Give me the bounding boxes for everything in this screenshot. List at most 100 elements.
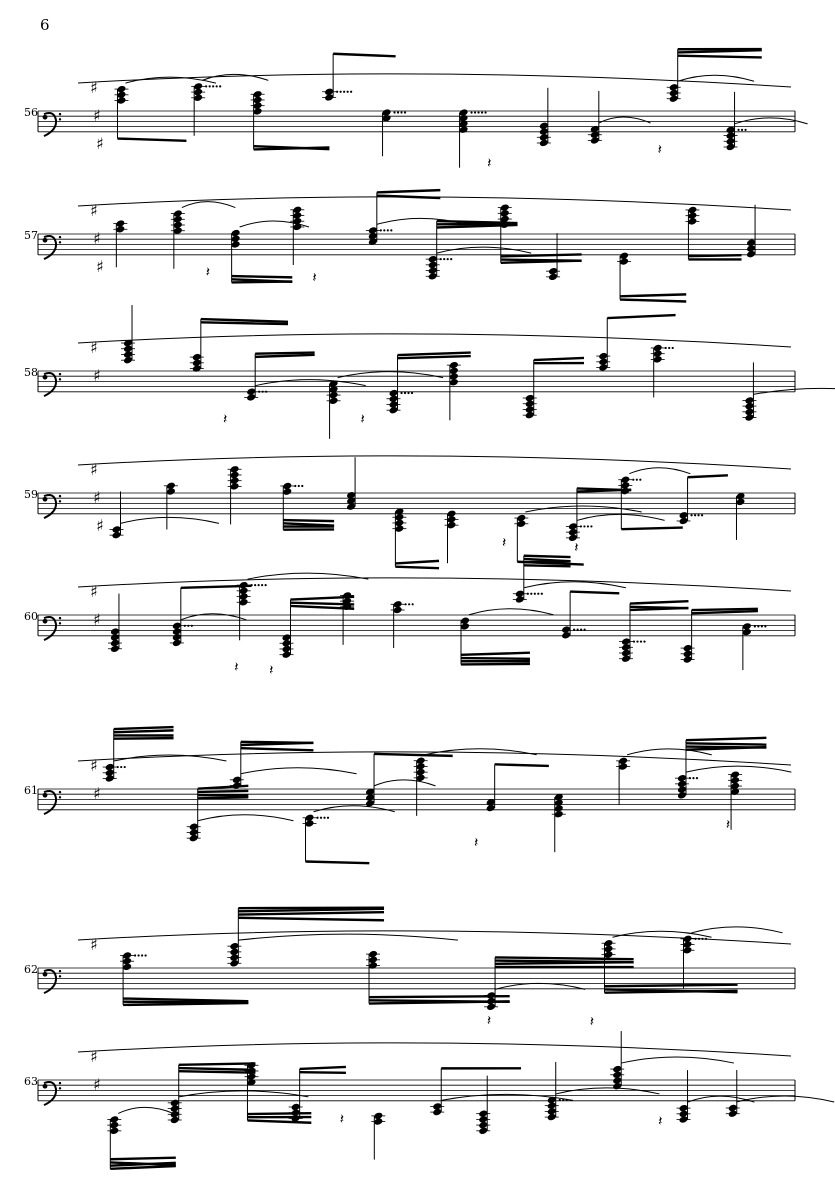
staff-system-58: ♯♯𝄽𝄽 [37, 305, 835, 439]
notehead [459, 109, 468, 116]
beam [523, 560, 571, 564]
augmentation-dot [323, 816, 326, 819]
notehead [449, 379, 458, 386]
augmentation-dot [690, 514, 693, 517]
notehead [613, 1083, 622, 1090]
beam [620, 293, 687, 298]
tie [201, 73, 269, 81]
notehead [539, 128, 548, 135]
sharp-icon: ♯ [90, 201, 98, 220]
augmentation-dot [301, 484, 304, 488]
augmentation-dot [477, 111, 480, 114]
augmentation-dot [740, 128, 744, 131]
augmentation-dot [261, 390, 264, 393]
augmentation-dot [343, 90, 346, 93]
sharp-icon: ♯ [90, 1047, 98, 1066]
augmentation-dot [346, 90, 349, 93]
augmentation-dot [639, 640, 643, 643]
sharp-icon: ♯ [90, 338, 98, 357]
tie [118, 1106, 174, 1114]
tie [239, 220, 310, 228]
augmentation-dot [316, 816, 319, 819]
notehead [283, 488, 292, 495]
augmentation-dot [403, 111, 407, 114]
notehead [449, 373, 458, 380]
notehead [554, 805, 563, 812]
sharp-icon: ♯ [93, 610, 101, 629]
augmentation-dot [579, 525, 583, 528]
beam [691, 609, 758, 615]
slur [77, 751, 792, 766]
augmentation-dot [407, 391, 410, 395]
beam [299, 1065, 346, 1071]
bass-clef-icon [42, 1080, 62, 1107]
augmentation-dot [326, 816, 330, 819]
sharp-icon: ♯ [93, 784, 101, 803]
rest-icon: 𝄽 [223, 412, 227, 428]
augmentation-dot [526, 592, 529, 595]
notehead [172, 634, 181, 641]
rest-icon: 𝄽 [312, 270, 316, 286]
augmentation-dot [393, 111, 396, 114]
bass-clef-icon [42, 234, 62, 261]
tie [687, 1095, 755, 1103]
tie [626, 748, 712, 756]
beam [247, 1119, 312, 1124]
notehead [746, 245, 756, 252]
sharp-icon: ♯ [90, 756, 98, 775]
tie [178, 1090, 309, 1098]
measure-number-59: 59 [24, 488, 38, 501]
rest-icon: 𝄽 [269, 662, 273, 678]
augmentation-dot [688, 777, 692, 780]
notehead [247, 1079, 256, 1086]
beam [240, 746, 314, 752]
augmentation-dot [565, 1098, 568, 1102]
tie [197, 814, 294, 822]
slur [77, 333, 792, 348]
augmentation-dot [408, 603, 411, 606]
tie [555, 1087, 660, 1095]
notehead [460, 617, 470, 624]
augmentation-dot [140, 954, 144, 957]
notehead [554, 793, 563, 801]
tie [612, 930, 712, 938]
augmentation-dot [562, 1098, 565, 1102]
beam [495, 960, 634, 965]
beam [369, 999, 510, 1004]
beam [283, 518, 335, 523]
beam [523, 554, 571, 559]
beam [299, 1070, 346, 1074]
augmentation-dot [533, 592, 536, 595]
notehead [730, 788, 740, 795]
beam [495, 956, 634, 961]
augmentation-dot [450, 258, 453, 261]
augmentation-dot [258, 390, 261, 393]
notehead [247, 388, 256, 395]
bass-clef-icon [42, 371, 62, 398]
tie [468, 608, 554, 616]
beam [621, 526, 683, 531]
staff-system-57: ♯♯♯𝄽𝄽 [37, 188, 796, 303]
beam [238, 916, 385, 922]
augmentation-dot [744, 128, 747, 131]
slur [77, 455, 792, 470]
augmentation-dot [643, 640, 646, 643]
beam [113, 736, 174, 740]
tie [576, 513, 665, 521]
tie [753, 387, 835, 395]
beam [500, 253, 582, 258]
tie [494, 982, 586, 990]
notehead [447, 510, 456, 517]
tie [125, 76, 217, 84]
sharp-icon: ♯ [90, 460, 98, 479]
augmentation-dot [403, 391, 407, 395]
sharp-icon: ♯ [96, 134, 104, 153]
notehead [679, 512, 688, 519]
notehead [486, 799, 495, 806]
tie [240, 767, 357, 775]
sharp-icon: ♯ [93, 488, 101, 507]
sharp-icon: ♯ [90, 78, 98, 97]
beam [113, 725, 174, 731]
notehead [547, 1096, 556, 1104]
beam [688, 253, 742, 258]
